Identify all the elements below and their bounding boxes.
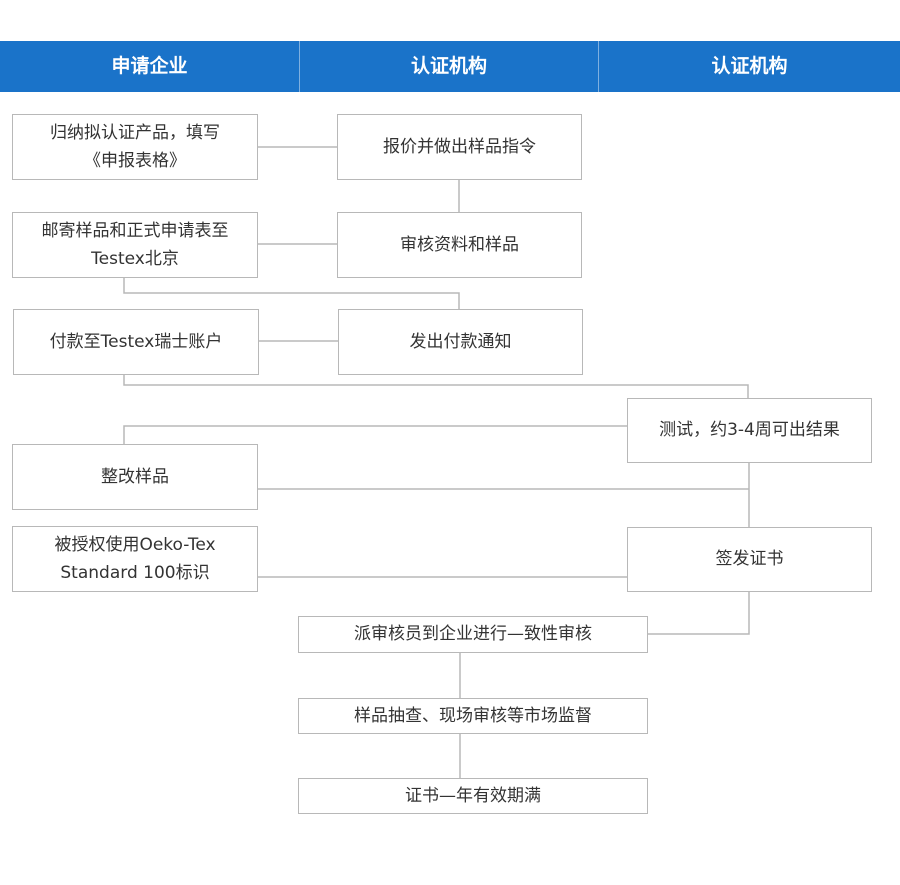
step-payment-notice: 发出付款通知 bbox=[338, 309, 583, 375]
step-rectify-samples: 整改样品 bbox=[12, 444, 258, 510]
step-label: 归纳拟认证产品，填写 《申报表格》 bbox=[50, 122, 220, 171]
header-col-applicant: 申请企业 bbox=[111, 55, 188, 77]
header-divider bbox=[598, 41, 599, 92]
step-quote-sample-instruction: 报价并做出样品指令 bbox=[337, 114, 582, 180]
step-market-surveillance: 样品抽查、现场审核等市场监督 bbox=[298, 698, 648, 734]
step-label: 付款至Testex瑞士账户 bbox=[49, 331, 223, 352]
step-mail-samples: 邮寄样品和正式申请表至 Testex北京 bbox=[12, 212, 258, 278]
connector-a3-c1 bbox=[123, 375, 749, 398]
step-label: 证书—年有效期满 bbox=[405, 785, 541, 806]
header-bar: 申请企业 认证机构 认证机构 bbox=[0, 41, 900, 92]
step-label: 派审核员到企业进行—致性审核 bbox=[354, 624, 592, 645]
step-payment: 付款至Testex瑞士账户 bbox=[13, 309, 259, 375]
connector-c2-d1 bbox=[648, 592, 750, 635]
step-submit-application-form: 归纳拟认证产品，填写 《申报表格》 bbox=[12, 114, 258, 180]
header-col-certifier-1: 认证机构 bbox=[410, 55, 487, 77]
step-label: 审核资料和样品 bbox=[400, 234, 519, 255]
step-issue-certificate: 签发证书 bbox=[627, 527, 872, 592]
connector-c1-a4 bbox=[123, 425, 627, 444]
step-authorized-label-use: 被授权使用Oeko-Tex Standard 100标识 bbox=[12, 526, 258, 592]
step-label: 发出付款通知 bbox=[409, 331, 512, 352]
step-certificate-expiry: 证书—年有效期满 bbox=[298, 778, 648, 814]
step-review-documents: 审核资料和样品 bbox=[337, 212, 582, 278]
connector-a2-b3 bbox=[123, 278, 460, 309]
header-col-certifier-2: 认证机构 bbox=[711, 55, 788, 77]
step-label: 签发证书 bbox=[715, 549, 784, 570]
step-label: 测试，约3-4周可出结果 bbox=[659, 420, 840, 441]
step-label: 报价并做出样品指令 bbox=[383, 136, 536, 157]
step-label: 样品抽查、现场审核等市场监督 bbox=[354, 705, 592, 726]
step-label: 被授权使用Oeko-Tex Standard 100标识 bbox=[54, 534, 216, 583]
step-testing: 测试，约3-4周可出结果 bbox=[627, 398, 872, 463]
step-label: 邮寄样品和正式申请表至 Testex北京 bbox=[41, 220, 229, 269]
header-divider bbox=[299, 41, 300, 92]
step-conformity-audit: 派审核员到企业进行—致性审核 bbox=[298, 616, 648, 653]
step-label: 整改样品 bbox=[101, 466, 169, 487]
